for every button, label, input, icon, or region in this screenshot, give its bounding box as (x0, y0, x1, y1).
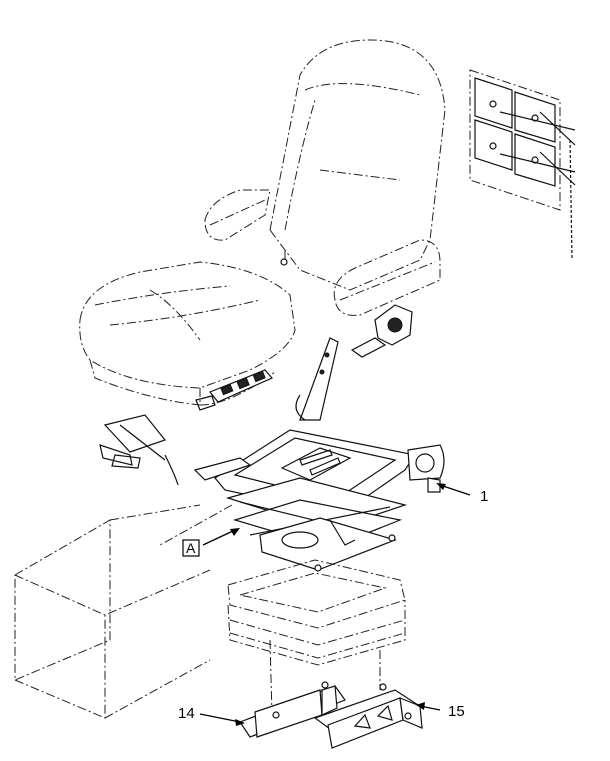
lumbar-support-panel (469, 69, 576, 261)
callout-14-label: 14 (178, 705, 195, 722)
callout-14: 14 (178, 705, 245, 726)
left-armrest (204, 189, 271, 241)
right-armrest (333, 239, 441, 316)
seat-frame-upper (193, 337, 445, 516)
guide-line (159, 504, 233, 546)
suspension-assembly (225, 477, 408, 572)
mounting-bracket-14 (239, 681, 346, 738)
seat-backrest (269, 39, 446, 291)
seat-slide-rail (99, 414, 179, 486)
callout-a: A (182, 528, 240, 557)
callout-1: 1 (436, 483, 488, 505)
detail-ref-label: A (186, 540, 196, 556)
backrest-pivot-bolt-icon (280, 258, 288, 266)
recliner-mechanism (350, 304, 413, 358)
callout-15: 15 (416, 702, 465, 720)
control-switch-panel (195, 369, 273, 411)
callout-1-label: 1 (480, 488, 488, 505)
seat-cushion (79, 261, 296, 406)
callout-15-label: 15 (448, 703, 465, 720)
suspension-boot (227, 559, 406, 666)
guide-line (269, 639, 273, 716)
detail-ref-box (182, 539, 200, 557)
base-box (14, 504, 211, 719)
